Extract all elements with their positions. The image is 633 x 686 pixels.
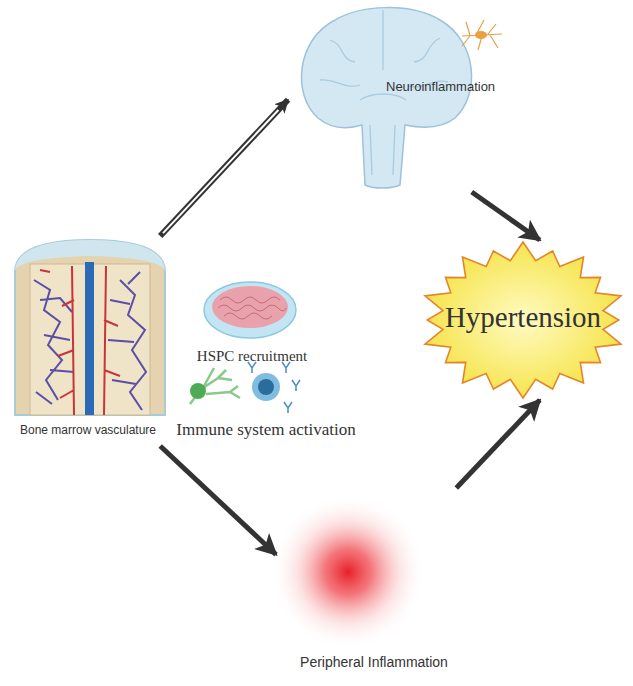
flow-arrow [456, 400, 540, 488]
node-label: HSPC recruitment [190, 348, 314, 365]
node-label: Peripheral Inflammation [276, 654, 472, 670]
neuron-dendrites [462, 20, 502, 50]
node-label: Bone marrow vasculature [4, 424, 172, 438]
antibodies [248, 362, 300, 413]
arrow-shaft [160, 446, 276, 555]
bone-marrow-illustration [15, 240, 165, 415]
double-line-arrow [160, 100, 288, 236]
bone-marrow-node: Bone marrow vasculature [4, 236, 172, 446]
dendritic-cell [190, 383, 206, 399]
hypertension-star: Hypertension [418, 240, 628, 400]
immune-cells-icon [190, 362, 300, 413]
culture-texture [218, 297, 286, 319]
immune-node: Immune system activation [176, 368, 356, 444]
flow-arrow [160, 446, 276, 555]
star-label: Hypertension [418, 301, 628, 334]
hspc-node: HSPC recruitment [190, 272, 314, 368]
arrow-inner-line [163, 110, 278, 233]
inflammation-node: Peripheral Inflammation [276, 488, 472, 678]
lymphocyte [252, 373, 280, 401]
inflammation-glow [270, 494, 426, 650]
dendritic-arms [190, 368, 240, 404]
central-vessel [85, 262, 94, 415]
node-label: Neuroinflammation [386, 80, 495, 95]
brain-outline [301, 8, 471, 188]
neuron-icon [462, 20, 502, 50]
brain-illustration [301, 8, 471, 188]
brain-node: Neuroinflammation [288, 0, 512, 192]
petri-dish-icon [204, 282, 296, 338]
arrow-shaft [456, 400, 540, 488]
dish-rim [204, 282, 296, 338]
flow-arrow [472, 192, 540, 240]
red-vessels [40, 266, 120, 415]
lymphocyte-nucleus [258, 379, 274, 395]
arrow-shaft [160, 100, 288, 236]
arrow-shaft [472, 192, 540, 240]
bone-outer [15, 240, 165, 415]
dish-culture [212, 286, 288, 328]
neuron-body [475, 31, 487, 39]
node-label: Immune system activation [176, 420, 356, 440]
